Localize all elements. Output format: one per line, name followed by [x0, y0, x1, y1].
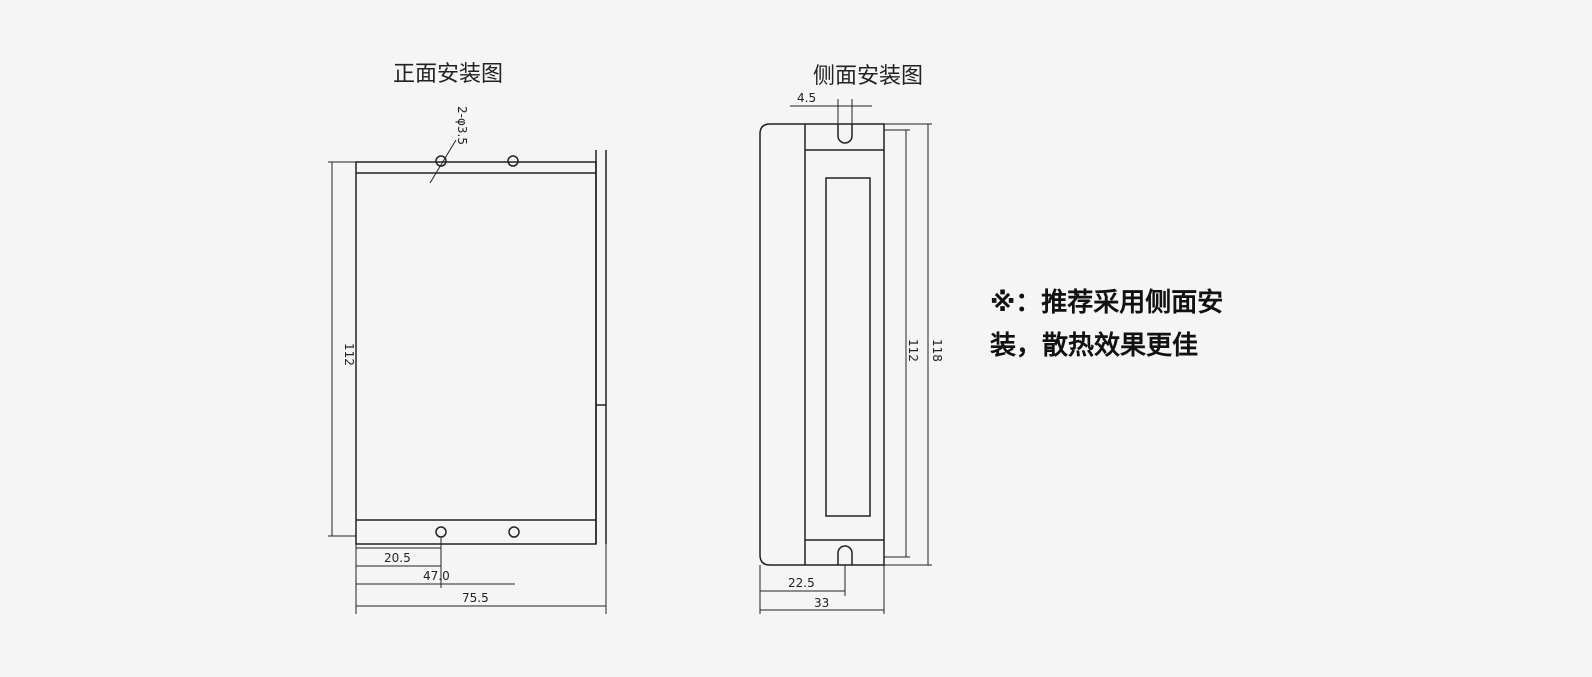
side-bottom-slot: [837, 545, 853, 565]
side-heatsink-slot: [825, 177, 871, 517]
front-view-title: 正面安装图: [393, 62, 504, 87]
front-hole-dia-label: 2-φ3.5: [455, 106, 469, 145]
side-top-slot: [837, 124, 853, 144]
side-view-drawing: [759, 99, 932, 614]
side-depth-label: 33: [814, 596, 829, 610]
side-offset-label: 22.5: [788, 576, 815, 590]
front-width-label: 75.5: [462, 591, 489, 605]
front-body-outline: [355, 161, 597, 545]
side-inner-height-label: 112: [906, 339, 920, 362]
front-offset-label: 20.5: [384, 551, 411, 565]
front-hole-bottom-right: [508, 526, 520, 538]
front-hole-bottom-left: [435, 526, 447, 538]
front-view-drawing: [328, 139, 607, 614]
front-hole-top-left: [435, 155, 447, 167]
front-hole-top-right: [507, 155, 519, 167]
side-slot-label: 4.5: [797, 91, 816, 105]
side-outer-height-label: 118: [930, 339, 944, 362]
front-spacing-label: 47.0: [423, 569, 450, 583]
installation-note: ※：推荐采用侧面安装，散热效果更佳: [990, 288, 1224, 361]
side-view-title: 侧面安装图: [813, 64, 924, 89]
front-height-label: 112: [342, 343, 356, 366]
side-body-outline: [759, 123, 885, 566]
